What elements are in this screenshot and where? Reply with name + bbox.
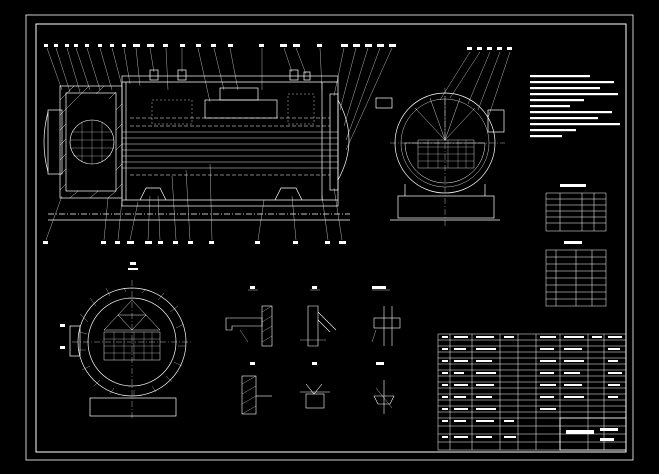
rear-dished-head	[337, 99, 350, 181]
nozzle-3	[289, 69, 299, 81]
bottom-leader-lines	[45, 163, 343, 241]
detail-view-3	[371, 306, 401, 346]
boiler-end-view	[375, 88, 505, 226]
furnace-inner-wall	[65, 92, 117, 192]
boiler-longitudinal-section	[43, 69, 350, 221]
end-view-callouts	[467, 47, 512, 50]
technical-notes	[530, 75, 620, 138]
rear-flange	[329, 93, 339, 191]
end-view-handle	[375, 97, 393, 109]
detail-view-1	[225, 305, 273, 347]
refractory-hatch	[59, 85, 123, 199]
drawing-frame	[25, 14, 634, 461]
steam-header	[204, 99, 278, 119]
end-view-water-section	[404, 142, 486, 184]
parts-table-b	[545, 249, 607, 307]
end-view-nozzle	[487, 109, 505, 133]
inner-frame	[35, 23, 627, 453]
detail-labels	[250, 286, 386, 365]
parts-table-b-title	[564, 241, 582, 244]
burner-door	[47, 109, 63, 175]
steam-dome	[219, 87, 259, 101]
cross-section-view	[69, 280, 192, 420]
fire-grate-hatch	[70, 120, 114, 164]
dashed-tubes	[130, 117, 330, 176]
end-view-base	[397, 195, 495, 219]
nozzle-1	[149, 69, 159, 81]
detail-view-5	[300, 383, 330, 409]
detail-view-6	[373, 380, 395, 414]
boiler-shell	[121, 75, 339, 207]
nozzle-4	[303, 71, 311, 81]
title-block-text	[442, 336, 622, 441]
cross-section-door	[69, 325, 81, 357]
saddle-support-2	[274, 187, 303, 201]
outer-frame	[25, 14, 634, 461]
furnace-front-block	[59, 85, 123, 199]
callout-markers	[43, 44, 396, 244]
title-block	[437, 333, 627, 451]
parts-table-a-title	[560, 184, 586, 187]
cross-section-base	[89, 397, 177, 417]
detail-views	[225, 305, 401, 415]
detail-view-4	[241, 375, 272, 415]
top-leader-lines	[46, 47, 393, 151]
cross-section-ring-hatch	[78, 287, 186, 396]
burner-door-arc	[43, 111, 49, 173]
saddle-support-1	[139, 187, 167, 201]
end-view-leaders	[439, 51, 511, 119]
detail-view-2	[300, 305, 337, 347]
parts-table-a	[545, 192, 607, 232]
cross-section-callouts	[60, 262, 138, 349]
cross-section-truss	[103, 299, 161, 331]
fire-tubes	[122, 131, 338, 169]
